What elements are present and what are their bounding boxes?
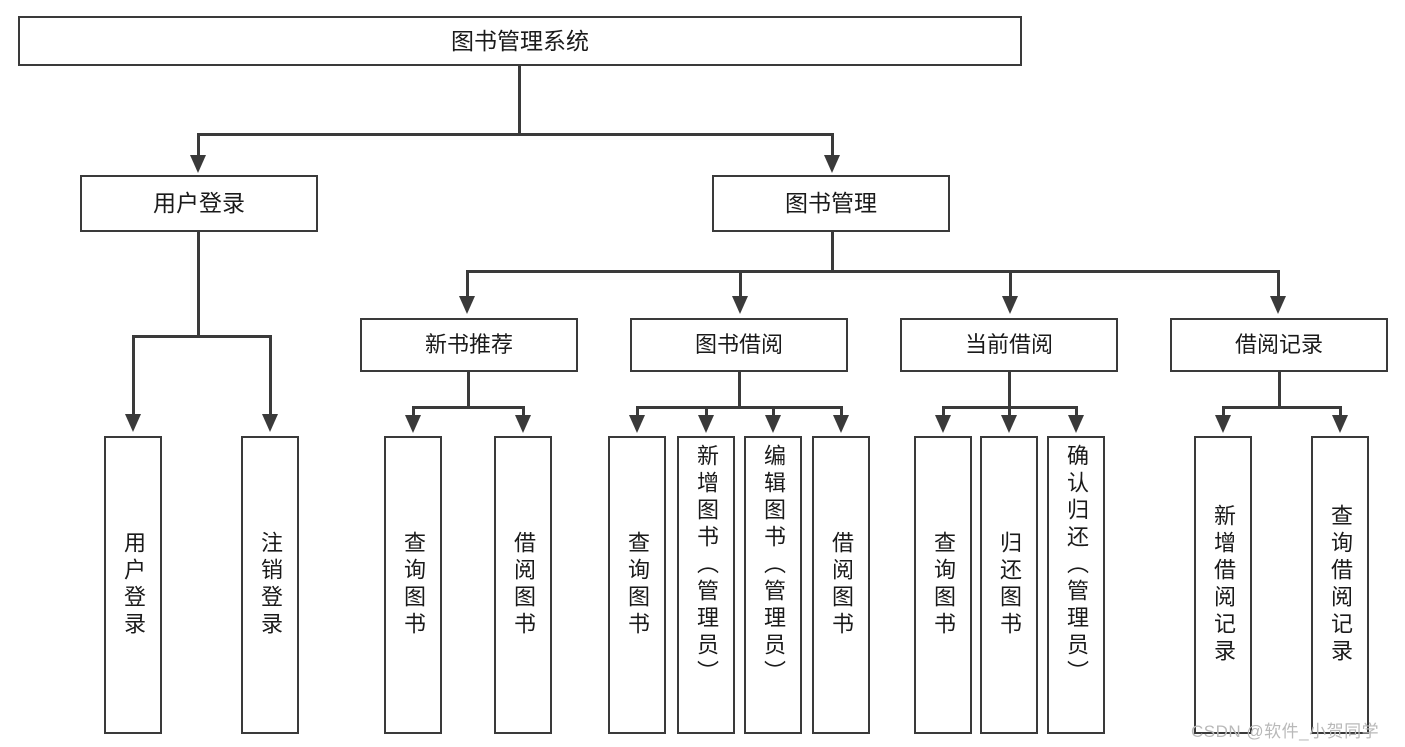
node-user-login[interactable]: 用户登录 <box>80 175 318 232</box>
leaf-label: 编辑图书（管理员） <box>761 444 786 687</box>
arrow-to-book-manage <box>824 155 840 173</box>
edge-new-book-stem <box>467 372 470 409</box>
leaf-label: 注销登录 <box>258 531 283 639</box>
edge-current-borrow-drop-2 <box>1008 406 1011 418</box>
leaf-label: 查询借阅记录 <box>1328 504 1353 666</box>
leaf-label: 新增图书（管理员） <box>694 444 719 687</box>
arrow-leaf-edit-book <box>765 415 781 433</box>
edge-l3-drop-3 <box>1009 270 1012 298</box>
leaf-query-book-recommend[interactable]: 查询图书 <box>384 436 442 734</box>
arrow-l3-borrow-record <box>1270 296 1286 314</box>
edge-book-borrow-drop-4 <box>840 406 843 418</box>
node-book-borrow[interactable]: 图书借阅 <box>630 318 848 372</box>
arrow-leaf-query-book-2 <box>629 415 645 433</box>
arrow-leaf-return-book <box>1001 415 1017 433</box>
arrow-leaf-logout <box>262 414 278 432</box>
leaf-label: 查询图书 <box>625 531 650 639</box>
node-book-management[interactable]: 图书管理 <box>712 175 950 232</box>
edge-user-login-stem <box>197 232 200 337</box>
edge-new-book-drop-2 <box>522 406 525 418</box>
edge-new-book-bus <box>412 406 525 409</box>
node-current-borrow[interactable]: 当前借阅 <box>900 318 1118 372</box>
edge-user-login-drop-1 <box>132 335 135 417</box>
arrow-leaf-confirm-return <box>1068 415 1084 433</box>
leaf-query-borrow-record[interactable]: 查询借阅记录 <box>1311 436 1369 734</box>
edge-user-login-bus <box>132 335 271 338</box>
edge-borrow-record-drop-2 <box>1339 406 1342 418</box>
edge-book-borrow-bus <box>636 406 843 409</box>
node-root-system[interactable]: 图书管理系统 <box>18 16 1022 66</box>
leaf-edit-book-admin[interactable]: 编辑图书（管理员） <box>744 436 802 734</box>
edge-book-manage-stem <box>831 232 834 272</box>
arrow-l3-current-borrow <box>1002 296 1018 314</box>
leaf-user-login[interactable]: 用户登录 <box>104 436 162 734</box>
leaf-query-book-current[interactable]: 查询图书 <box>914 436 972 734</box>
arrow-l3-book-borrow <box>732 296 748 314</box>
edge-root-bus <box>197 133 834 136</box>
arrow-leaf-query-record <box>1332 415 1348 433</box>
arrow-leaf-add-record <box>1215 415 1231 433</box>
edge-new-book-drop-1 <box>412 406 415 418</box>
edge-current-borrow-stem <box>1008 372 1011 409</box>
csdn-watermark: CSDN @软件_小贺同学 <box>1191 722 1380 741</box>
leaf-label: 借阅图书 <box>511 531 536 639</box>
node-borrow-record[interactable]: 借阅记录 <box>1170 318 1388 372</box>
edge-borrow-record-stem <box>1278 372 1281 409</box>
node-label: 用户登录 <box>153 190 245 216</box>
arrow-to-user-login <box>190 155 206 173</box>
leaf-label: 新增借阅记录 <box>1211 504 1236 666</box>
leaf-confirm-return-admin[interactable]: 确认归还（管理员） <box>1047 436 1105 734</box>
node-new-book-recommend[interactable]: 新书推荐 <box>360 318 578 372</box>
leaf-borrow-book[interactable]: 借阅图书 <box>812 436 870 734</box>
arrow-leaf-query-book-1 <box>405 415 421 433</box>
leaf-add-book-admin[interactable]: 新增图书（管理员） <box>677 436 735 734</box>
leaf-label: 用户登录 <box>121 531 146 639</box>
edge-current-borrow-drop-3 <box>1075 406 1078 418</box>
node-label: 新书推荐 <box>424 332 513 357</box>
leaf-return-book[interactable]: 归还图书 <box>980 436 1038 734</box>
leaf-borrow-book-recommend[interactable]: 借阅图书 <box>494 436 552 734</box>
edge-user-login-drop-2 <box>269 335 272 417</box>
leaf-add-borrow-record[interactable]: 新增借阅记录 <box>1194 436 1252 734</box>
edge-current-borrow-drop-1 <box>942 406 945 418</box>
edge-root-stem <box>518 66 521 135</box>
leaf-label: 确认归还（管理员） <box>1064 444 1089 687</box>
edge-l3-drop-2 <box>739 270 742 298</box>
arrow-leaf-borrow-book-2 <box>833 415 849 433</box>
leaf-label: 归还图书 <box>997 531 1022 639</box>
edge-l3-drop-1 <box>466 270 469 298</box>
leaf-label: 查询图书 <box>401 531 426 639</box>
edge-book-borrow-drop-2 <box>705 406 708 418</box>
node-label: 图书管理 <box>785 190 877 216</box>
node-label: 图书管理系统 <box>451 27 589 54</box>
arrow-leaf-query-book-3 <box>935 415 951 433</box>
node-label: 当前借阅 <box>964 332 1053 357</box>
leaf-query-book-borrow[interactable]: 查询图书 <box>608 436 666 734</box>
edge-book-borrow-stem <box>738 372 741 409</box>
arrow-leaf-add-book <box>698 415 714 433</box>
leaf-logout[interactable]: 注销登录 <box>241 436 299 734</box>
edge-borrow-record-bus <box>1222 406 1342 409</box>
edge-to-book-manage <box>831 133 834 159</box>
node-label: 图书借阅 <box>694 332 783 357</box>
arrow-leaf-borrow-book-1 <box>515 415 531 433</box>
edge-book-manage-bus <box>466 270 1280 273</box>
arrow-leaf-user-login <box>125 414 141 432</box>
edge-book-borrow-drop-1 <box>636 406 639 418</box>
arrow-l3-new-book <box>459 296 475 314</box>
edge-borrow-record-drop-1 <box>1222 406 1225 418</box>
leaf-label: 查询图书 <box>931 531 956 639</box>
edge-book-borrow-drop-3 <box>772 406 775 418</box>
edge-to-user-login <box>197 133 200 159</box>
edge-l3-drop-4 <box>1277 270 1280 298</box>
leaf-label: 借阅图书 <box>829 531 854 639</box>
node-label: 借阅记录 <box>1234 332 1323 357</box>
